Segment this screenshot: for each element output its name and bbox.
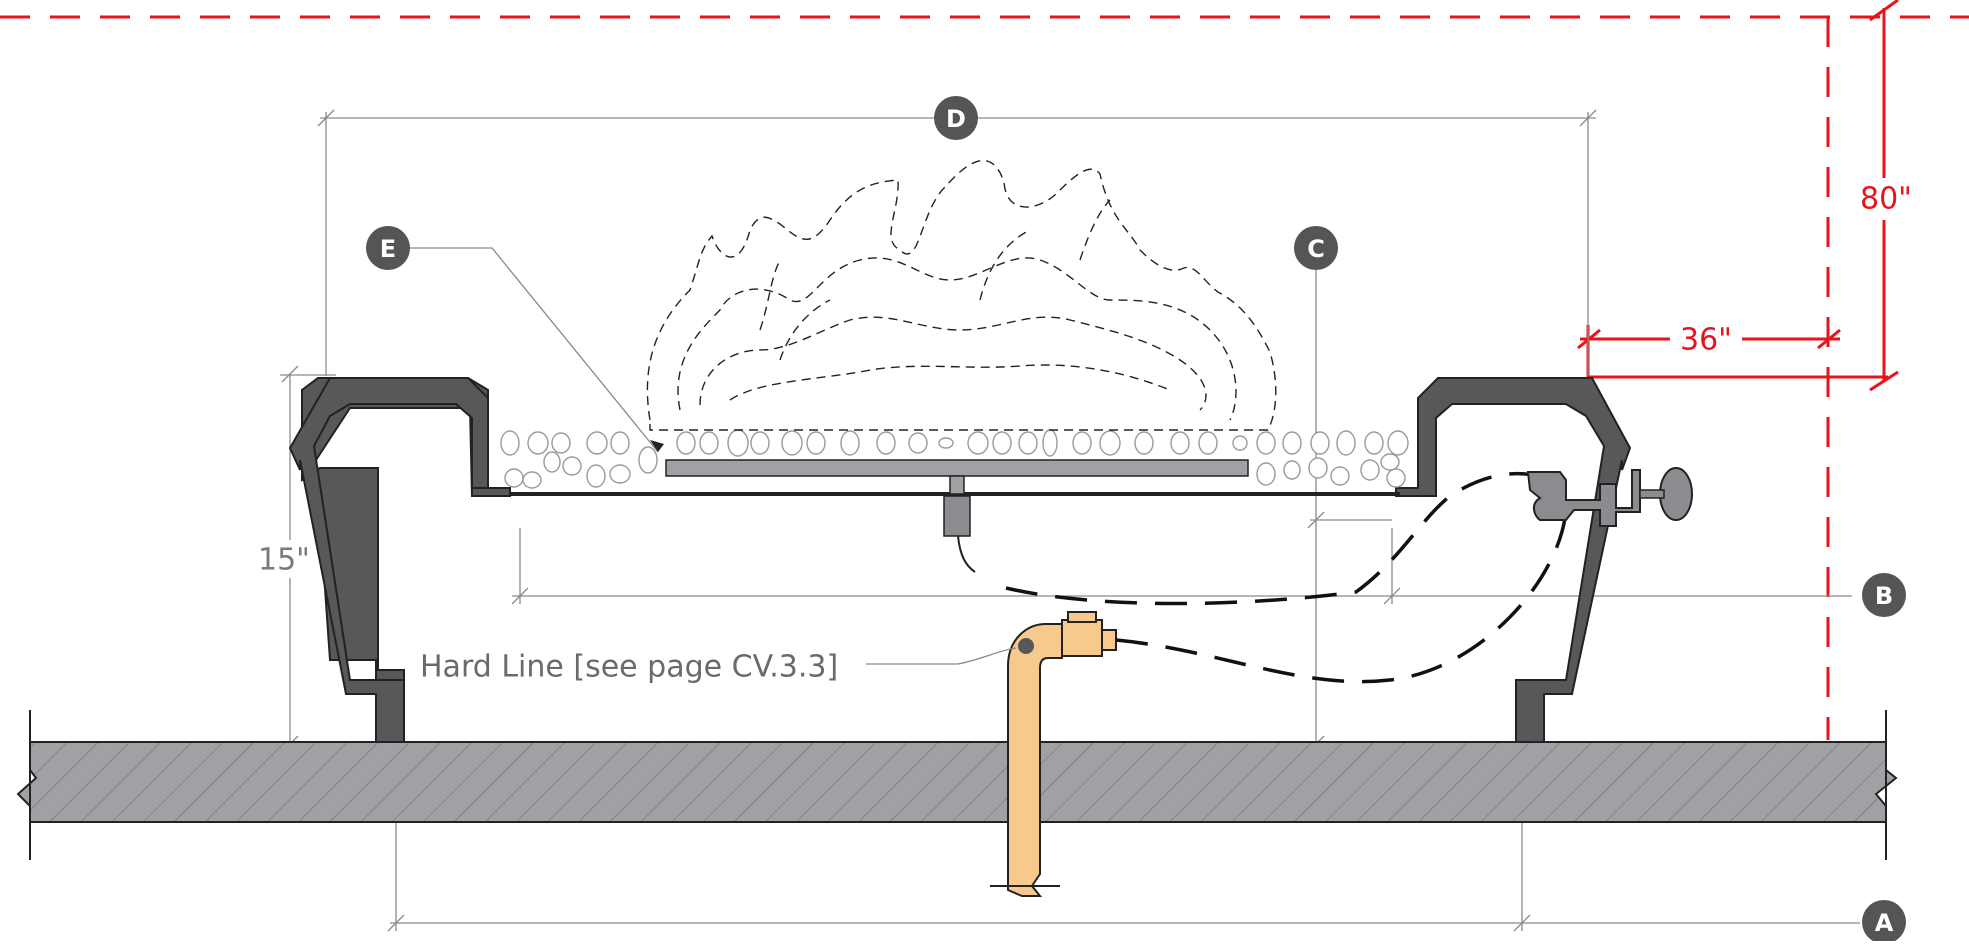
right-concrete-wall: [1395, 377, 1632, 743]
leader-hard-line: [866, 647, 1017, 665]
callout-e: E: [366, 226, 410, 270]
dimension-d: [317, 109, 1597, 376]
height-dimension: 80": [1850, 0, 1918, 392]
leader-e: [408, 247, 659, 453]
burner-bar: [665, 459, 1249, 573]
flex-line-2: [1005, 471, 1541, 606]
dimension-b: [511, 528, 1852, 605]
callout-b: B: [1862, 573, 1906, 617]
callout-c-label: C: [1307, 235, 1325, 263]
left-wall-outline: [288, 377, 489, 743]
wall-height-label: 15": [258, 543, 310, 578]
callout-a: A: [1862, 900, 1906, 944]
fire-media-pebbles: [500, 429, 1409, 489]
ground-slab: [16, 710, 1898, 860]
callout-a-label: A: [1875, 909, 1894, 937]
hard-line-note: Hard Line [see page CV.3.3]: [420, 650, 838, 685]
height-label: 80": [1860, 182, 1912, 217]
wall-height-dimension: 15": [258, 365, 336, 753]
clearance-label: 36": [1680, 323, 1732, 358]
left-concrete-wall: [301, 377, 511, 743]
clearance-dimension: 36": [1577, 322, 1888, 385]
flames: [646, 159, 1277, 431]
callout-d-label: D: [946, 105, 966, 133]
gas-hard-line: [990, 611, 1117, 897]
key-valve: [1526, 467, 1693, 527]
callout-b-label: B: [1875, 582, 1893, 610]
flex-line: [1115, 509, 1568, 684]
callout-c: C: [1294, 226, 1338, 270]
callout-d: D: [934, 96, 978, 140]
callout-e-label: E: [380, 235, 396, 263]
